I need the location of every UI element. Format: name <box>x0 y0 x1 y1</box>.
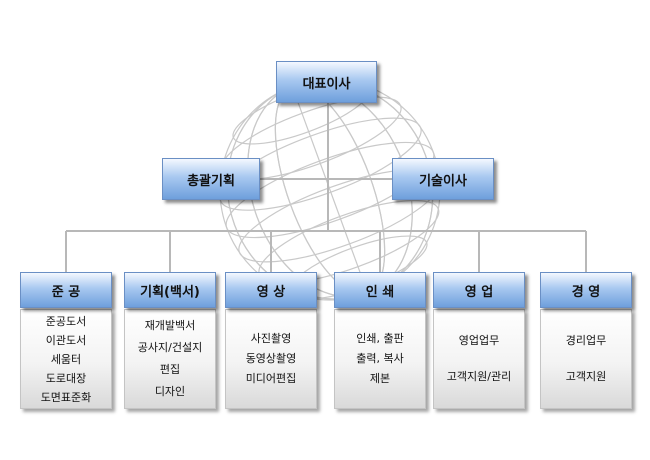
technical-director-box[interactable]: 기술이사 <box>392 158 494 200</box>
duty-item: 준공도서 <box>45 314 87 328</box>
ceo-label: 대표이사 <box>302 76 351 92</box>
department-header: 인 쇄 <box>334 272 426 308</box>
department-name: 인 쇄 <box>365 284 395 300</box>
department-management[interactable]: 경 영 경리업무 고객지원 <box>540 272 632 409</box>
department-name: 경 영 <box>571 284 601 300</box>
duty-item: 고객지원 <box>565 370 607 383</box>
duty-item: 영업업무 <box>458 334 500 347</box>
department-name: 준 공 <box>51 284 81 300</box>
duty-item: 공사지/건설지 <box>137 341 203 354</box>
duty-item: 이관도서 <box>45 333 87 347</box>
department-duties: 인쇄, 출판 출력, 복사 제본 <box>334 309 426 409</box>
duty-item: 동영상촬영 <box>245 352 297 365</box>
department-header: 기획(백서) <box>124 272 216 308</box>
planning-office-label: 총괄기획 <box>187 173 235 189</box>
department-planning[interactable]: 기획(백서) 재개발백서 공사지/건설지 편집 디자인 <box>124 272 216 409</box>
department-header: 준 공 <box>20 272 112 308</box>
duty-item: 도로대장 <box>45 371 87 385</box>
department-completion[interactable]: 준 공 준공도서 이관도서 세움터 도로대장 도면표준화 <box>20 272 112 409</box>
department-header: 경 영 <box>540 272 632 308</box>
department-duties: 재개발백서 공사지/건설지 편집 디자인 <box>124 309 216 409</box>
technical-director-label: 기술이사 <box>419 173 467 189</box>
department-duties: 경리업무 고객지원 <box>540 309 632 409</box>
department-duties: 사진촬영 동영상촬영 미디어편집 <box>225 309 317 409</box>
department-duties: 준공도서 이관도서 세움터 도로대장 도면표준화 <box>20 309 112 409</box>
department-printing[interactable]: 인 쇄 인쇄, 출판 출력, 복사 제본 <box>334 272 426 409</box>
duty-item: 세움터 <box>50 352 82 366</box>
department-sales[interactable]: 영 업 영업업무 고객지원/관리 <box>433 272 525 409</box>
duty-item: 미디어편집 <box>245 372 297 385</box>
duty-item: 경리업무 <box>565 334 607 347</box>
duty-item: 인쇄, 출판 <box>356 332 404 345</box>
department-duties: 영업업무 고객지원/관리 <box>433 309 525 409</box>
duty-item: 편집 <box>159 363 181 376</box>
planning-office-box[interactable]: 총괄기획 <box>162 158 260 200</box>
department-header: 영 업 <box>433 272 525 308</box>
department-name: 영 업 <box>464 284 494 300</box>
duty-item: 도면표준화 <box>40 390 92 404</box>
duty-item: 고객지원/관리 <box>446 370 512 383</box>
ceo-box[interactable]: 대표이사 <box>276 61 377 103</box>
duty-item: 사진촬영 <box>250 332 292 345</box>
department-name: 기획(백서) <box>140 284 200 300</box>
duty-item: 제본 <box>369 372 391 385</box>
duty-item: 재개발백서 <box>144 319 196 332</box>
duty-item: 출력, 복사 <box>356 352 404 365</box>
globe-parallel <box>219 117 422 211</box>
duty-item: 디자인 <box>154 385 186 398</box>
department-header: 영 상 <box>225 272 317 308</box>
department-name: 영 상 <box>256 284 286 300</box>
department-video[interactable]: 영 상 사진촬영 동영상촬영 미디어편집 <box>225 272 317 409</box>
globe-parallel <box>225 141 435 239</box>
